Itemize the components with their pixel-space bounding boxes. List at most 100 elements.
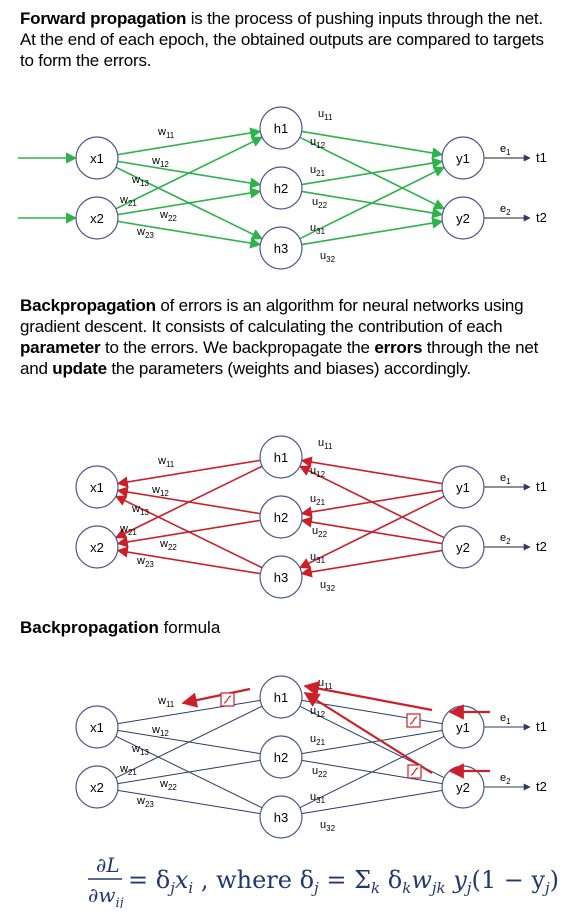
- forward-node-h3-label: h3: [274, 241, 288, 256]
- formula-net-node-y2-label: y2: [456, 780, 470, 795]
- formula-net-weight-in-4: w21: [119, 763, 137, 777]
- forward-weight-in-4: w21: [119, 194, 137, 208]
- formula-net-edge-x1-h1: [117, 699, 261, 725]
- forward-edge-h3-y2: [301, 217, 444, 246]
- forward-weight-in-3: w13: [131, 174, 149, 188]
- forward-edge-x2-h1: [115, 136, 264, 210]
- backward-node-x2-label: x2: [90, 540, 104, 555]
- backward-edge-x1-h1: [116, 459, 261, 488]
- backward-weight-out-3: u21: [310, 493, 326, 507]
- formula-net-weight-in-6: w23: [136, 795, 154, 809]
- backward-node-x1: [75, 465, 119, 509]
- forward-edge-x2-h2: [117, 187, 262, 216]
- backward-weight-out-6: u32: [320, 579, 336, 593]
- backprop-bold-2: parameter: [20, 338, 101, 357]
- backprop-bold-1: Backpropagation: [20, 296, 156, 315]
- formula-heading: Backpropagation formula: [20, 617, 220, 638]
- backprop-text-4: the parameters (weights and biases) acco…: [106, 359, 471, 378]
- forward-weight-in-6: w23: [136, 226, 154, 240]
- grad-arrow-y2-h1: [303, 692, 433, 774]
- formula-net-weight-out-4: u22: [312, 765, 328, 779]
- backward-edge-h3-y1: [298, 495, 445, 569]
- formula-lhs-numerator: ∂L: [96, 853, 120, 877]
- intro-bold: Forward propagation: [20, 9, 187, 28]
- forward-node-y1: [441, 136, 485, 180]
- intro-paragraph: Forward propagation is the process of pu…: [20, 8, 550, 71]
- formula-net-node-h1: [259, 675, 303, 719]
- backward-edge-h2-y1: [300, 489, 443, 518]
- backward-weight-out-5: u31: [310, 551, 326, 565]
- formula-rhs: = δjxi , where δj = Σk δkwjk yj(1 − yj): [128, 866, 559, 897]
- forward-weight-out-5: u31: [310, 222, 326, 236]
- forward-node-h1-label: h1: [274, 121, 288, 136]
- backprop-bold-3: errors: [374, 338, 423, 357]
- forward-weight-in-2: w12: [151, 155, 169, 169]
- backward-weight-in-6: w23: [136, 555, 154, 569]
- backprop-paragraph: Backpropagation of errors is an algorith…: [20, 295, 550, 379]
- backward-weight-in-5: w22: [159, 538, 177, 552]
- backward-node-x1-label: x1: [90, 480, 104, 495]
- backprop-bold-4: update: [52, 359, 107, 378]
- forward-target-2: t2: [536, 210, 547, 225]
- backward-edge-h3-y2: [300, 549, 443, 578]
- formula-net-weight-in-2: w12: [151, 724, 169, 738]
- formula-net-weight-in-1: w11: [157, 695, 175, 709]
- forward-error-label-1: e1: [500, 143, 511, 157]
- backward-weight-in-3: w13: [131, 503, 149, 517]
- formula-net-node-x1: [75, 705, 119, 749]
- forward-node-x1-label: x1: [90, 151, 104, 166]
- backprop-text-1: of errors is an algorithm for neural net…: [20, 296, 524, 336]
- forward-weight-out-1: u11: [318, 108, 333, 122]
- sigmoid-box-y1-curve: [409, 716, 418, 725]
- forward-node-x2-label: x2: [90, 211, 104, 226]
- forward-node-y2-label: y2: [456, 211, 470, 226]
- forward-node-x1: [75, 136, 119, 180]
- formula-net-edge-h3-y1: [299, 735, 445, 809]
- backward-error-label-2: e2: [500, 532, 511, 546]
- formula-net-weight-out-6: u32: [320, 819, 336, 833]
- backward-edge-x2-h2: [116, 519, 261, 548]
- forward-node-h2: [259, 166, 303, 210]
- backward-edge-x2-h1: [114, 465, 263, 539]
- backward-node-y1: [441, 465, 485, 509]
- grad-arrow-h1-w11: [181, 687, 251, 708]
- formula-net-node-h3: [259, 795, 303, 839]
- backward-node-h3: [259, 555, 303, 599]
- intro-text: is the process of pushing inputs through…: [20, 9, 544, 70]
- formula-net-group: t1e1t2e2x1x2h1h2h3y1y2w11w12w13w21w22w23…: [75, 675, 547, 839]
- backprop-text-3: through the net and: [20, 338, 539, 378]
- backward-node-h1-label: h1: [274, 450, 288, 465]
- backward-node-h1: [259, 435, 303, 479]
- forward-group: t1e1t2e2x1x2h1h2h3y1y2w11w12w13w21w22w23…: [18, 106, 547, 270]
- formula-net-error-label-1: e1: [500, 712, 511, 726]
- forward-weight-in-5: w22: [159, 209, 177, 223]
- backward-node-h2-label: h2: [274, 510, 288, 525]
- formula-net-error-label-2: e2: [500, 772, 511, 786]
- formula-net-weight-out-3: u21: [310, 733, 326, 747]
- forward-edge-x2-h3: [117, 220, 262, 249]
- forward-weight-out-4: u22: [312, 196, 328, 210]
- forward-node-y2: [441, 196, 485, 240]
- formula-net-node-y1-label: y1: [456, 720, 470, 735]
- formula-net-node-h1-label: h1: [274, 690, 288, 705]
- forward-target-1: t1: [536, 150, 547, 165]
- backward-weight-out-2: u12: [310, 465, 326, 479]
- formula-net-weight-out-5: u31: [310, 791, 326, 805]
- formula-net-weight-out-2: u12: [310, 705, 326, 719]
- formula-overlay: [181, 681, 490, 779]
- forward-node-h2-label: h2: [274, 181, 288, 196]
- sigmoid-box-y2-curve: [410, 767, 419, 776]
- formula-net-edge-h2-y1: [301, 729, 443, 755]
- sigmoid-box-h1-curve: [223, 695, 232, 704]
- forward-node-h3: [259, 226, 303, 270]
- forward-weight-out-2: u12: [310, 136, 326, 150]
- forward-error-label-2: e2: [500, 203, 511, 217]
- formula-net-edge-x2-h3: [117, 789, 261, 815]
- backward-edge-h1-y1: [300, 456, 443, 485]
- backward-node-y2: [441, 525, 485, 569]
- formula-net-target-2: t2: [536, 779, 547, 794]
- backward-node-h3-label: h3: [274, 570, 288, 585]
- forward-edge-h1-y1: [301, 130, 444, 159]
- backprop-formula: ∂L ∂wij = δjxi , where δj = Σk δkwjk yj(…: [88, 853, 559, 908]
